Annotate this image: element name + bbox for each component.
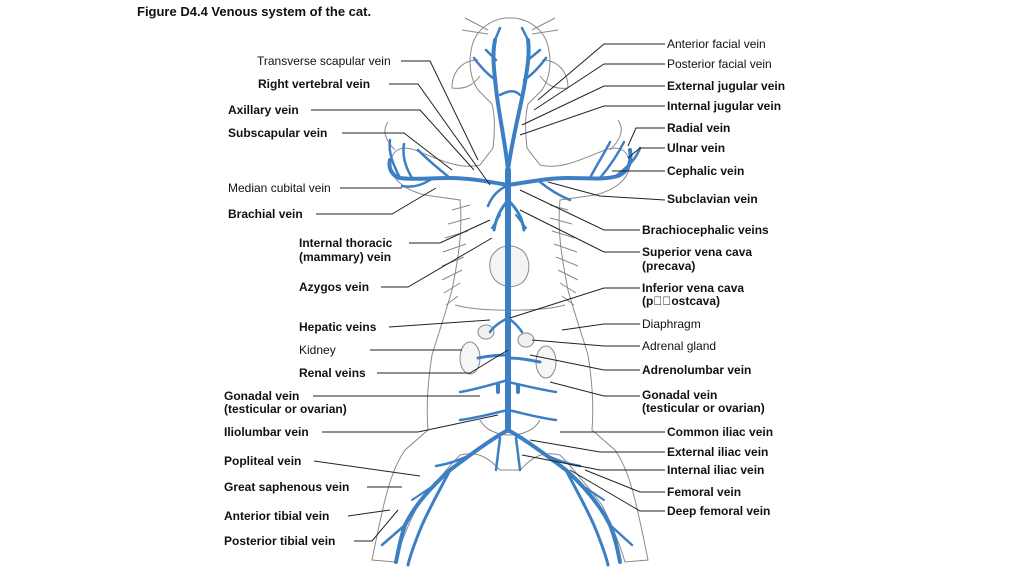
leader-lines [311, 43, 666, 542]
label-adrenal-gland: Adrenal gland [642, 339, 717, 353]
label-subclavian-vein: Subclavian vein [667, 192, 758, 206]
label-gonadal-vein-left-line1: Gonadal vein [224, 389, 300, 403]
label-cephalic-vein: Cephalic vein [667, 164, 745, 178]
label-anterior-tibial-vein: Anterior tibial vein [224, 509, 330, 523]
label-great-saphenous-vein: Great saphenous vein [224, 480, 350, 494]
label-inferior-vena-cava-line1: Inferior vena cava [642, 281, 745, 295]
label-superior-vena-cava-line2: (precava) [642, 259, 696, 273]
label-subscapular-vein: Subscapular vein [228, 126, 328, 140]
label-brachial-vein: Brachial vein [228, 207, 303, 221]
label-right-vertebral-vein: Right vertebral vein [258, 77, 371, 91]
vein-network [380, 26, 642, 567]
label-gonadal-vein-right-line1: Gonadal vein [642, 388, 718, 402]
label-median-cubital-vein: Median cubital vein [228, 181, 331, 195]
label-azygos-vein: Azygos vein [299, 280, 370, 294]
label-diaphragm: Diaphragm [642, 317, 701, 331]
label-internal-thoracic-vein-line2: (mammary) vein [299, 250, 392, 264]
label-adrenolumbar-vein: Adrenolumbar vein [642, 363, 752, 377]
label-gonadal-vein-right-line2: (testicular or ovarian) [642, 401, 765, 415]
label-popliteal-vein: Popliteal vein [224, 454, 302, 468]
label-iliolumbar-vein: Iliolumbar vein [224, 425, 309, 439]
label-kidney: Kidney [299, 343, 336, 357]
label-superior-vena-cava-line1: Superior vena cava [642, 245, 753, 259]
label-internal-iliac-vein: Internal iliac vein [667, 463, 765, 477]
label-brachiocephalic-veins: Brachiocephalic veins [642, 223, 769, 237]
label-renal-veins: Renal veins [299, 366, 366, 380]
label-gonadal-vein-left-line2: (testicular or ovarian) [224, 402, 347, 416]
label-common-iliac-vein: Common iliac vein [667, 425, 774, 439]
figure-title: Figure D4.4 Venous system of the cat. [137, 4, 372, 19]
label-deep-femoral-vein: Deep femoral vein [667, 504, 771, 518]
label-ulnar-vein: Ulnar vein [667, 141, 726, 155]
label-transverse-scapular-vein: Transverse scapular vein [257, 54, 391, 68]
label-radial-vein: Radial vein [667, 121, 731, 135]
label-inferior-vena-cava-line2: (p  ostcava) [642, 294, 721, 308]
label-posterior-facial-vein: Posterior facial vein [667, 57, 772, 71]
label-axillary-vein: Axillary vein [228, 103, 299, 117]
label-external-iliac-vein: External iliac vein [667, 445, 769, 459]
label-internal-jugular-vein: Internal jugular vein [667, 99, 782, 113]
label-hepatic-veins: Hepatic veins [299, 320, 377, 334]
label-external-jugular-vein: External jugular vein [667, 79, 786, 93]
label-internal-thoracic-vein-line1: Internal thoracic [299, 236, 393, 250]
label-anterior-facial-vein: Anterior facial vein [667, 37, 766, 51]
label-femoral-vein: Femoral vein [667, 485, 742, 499]
label-posterior-tibial-vein: Posterior tibial vein [224, 534, 336, 548]
